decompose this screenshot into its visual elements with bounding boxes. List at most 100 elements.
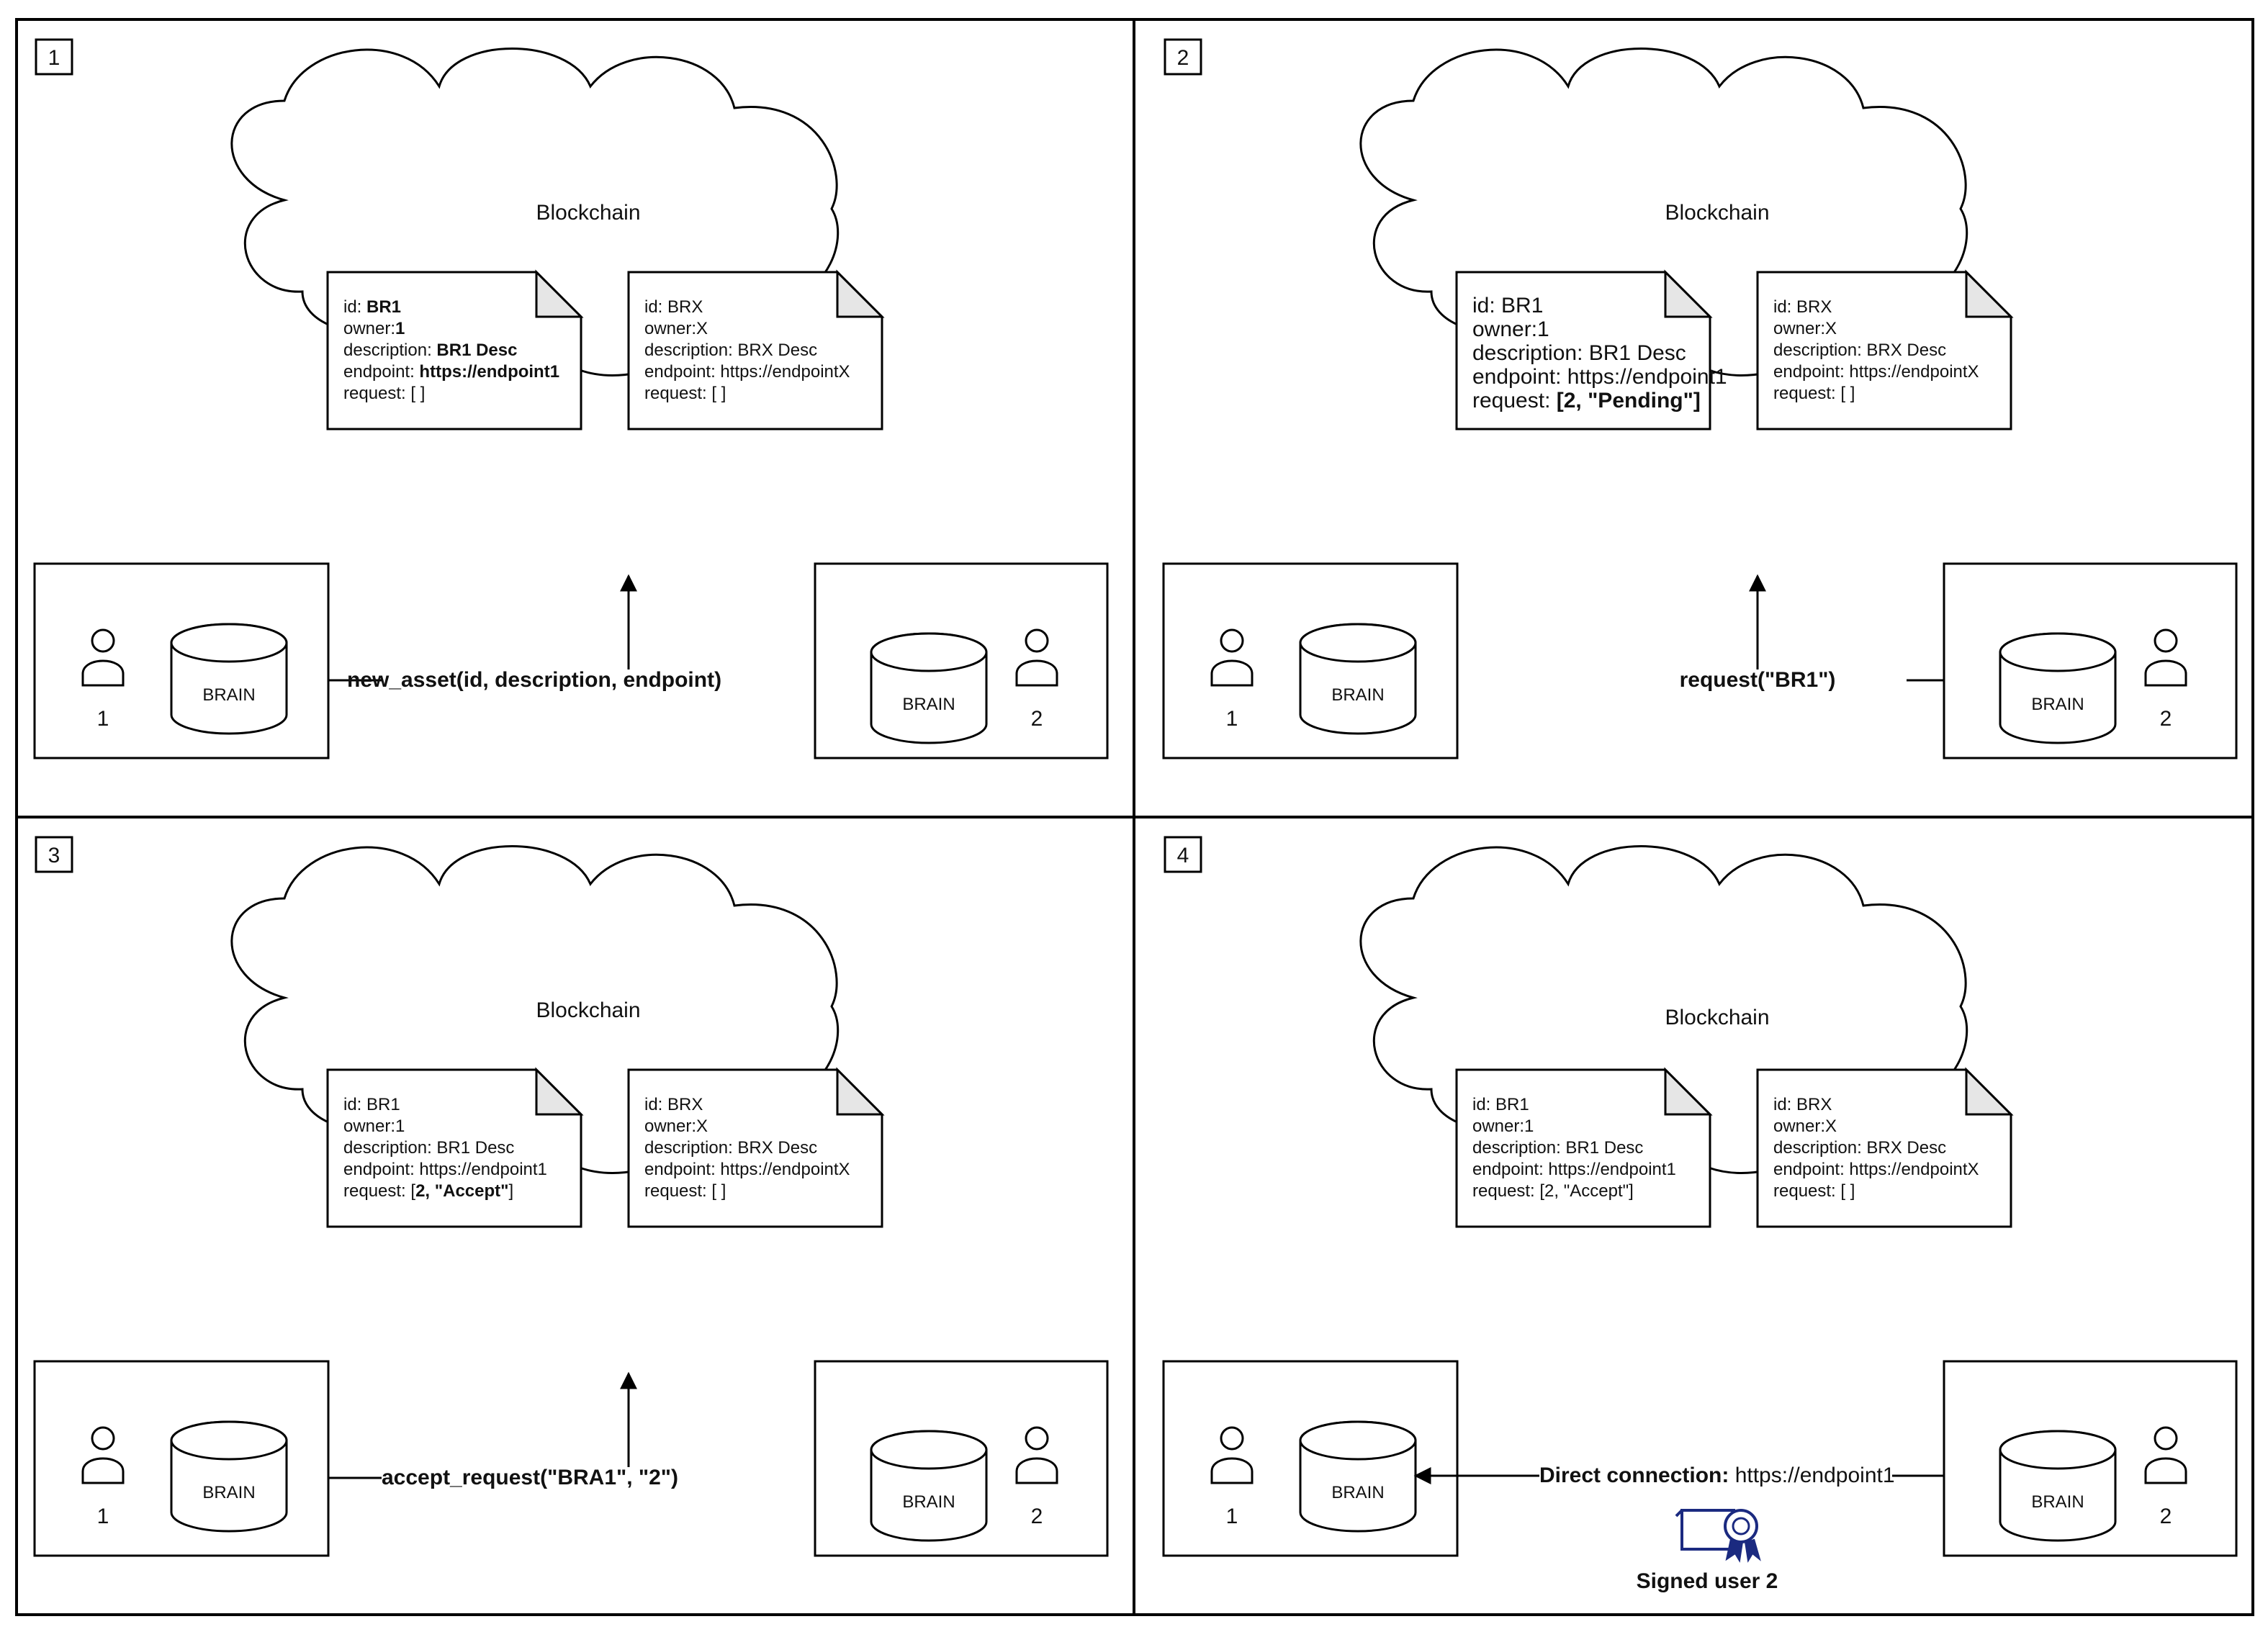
asset-doc-brx-page [1756,271,2012,430]
asset-doc-br1-line-segment: ] [509,1181,514,1201]
asset-doc-brx-line-segment: description: BRX Desc [644,1138,817,1158]
asset-doc-br1-line: endpoint: https://endpoint1 [343,362,559,382]
brain-db-left-top [170,623,288,663]
cloud-label: Blockchain [1665,1006,1769,1029]
asset-doc-br1-line-segment: 2, "Accept" [415,1181,508,1201]
asset-doc-brx-line-segment: owner:X [1773,319,1837,338]
certificate-icon-ribbon-left [1725,1538,1743,1563]
asset-doc-brx-line: id: BRX [1773,1095,1832,1114]
brain-db-right: BRAIN [1999,632,2117,744]
user1-icon-head [91,628,115,653]
asset-doc-br1-line-segment: endpoint: https://endpoint1 [1472,365,1727,389]
asset-doc-brx-line: description: BRX Desc [1773,1138,1946,1158]
user1-label: 1 [1226,1505,1238,1528]
asset-doc-brx-line: owner:X [1773,1117,1837,1136]
brain-db-left-label: BRAIN [202,685,255,705]
user2-icon-head [1025,628,1049,653]
brain-db-right-top [1999,632,2117,672]
asset-doc-brx-line-segment: endpoint: https://endpointX [1773,1160,1979,1179]
asset-doc-br1-line: id: BR1 [343,1095,400,1114]
certificate-icon-ribbon-right [1745,1538,1761,1563]
action-label-segment: new_asset(id, description, endpoint) [347,668,721,692]
asset-doc-br1-line-segment: owner:1 [1472,1117,1534,1136]
brain-db-left: BRAIN [1299,1420,1417,1533]
asset-doc-br1-line: request: [ ] [343,384,425,403]
asset-doc-brx-page [627,271,883,430]
asset-doc-br1: id: BR1 owner:1 description: BR1 Desc endpo… [326,1067,584,1228]
asset-doc-br1-line: endpoint: https://endpoint1 [1472,365,1727,389]
asset-doc-brx-line-segment: owner:X [644,1117,708,1136]
brain-db-left-top [170,1420,288,1461]
brain-db-right-label: BRAIN [2031,1492,2084,1512]
user1: 1 [1210,1426,1254,1528]
user1-label: 1 [97,707,109,731]
asset-doc-br1-line-segment: id: BR1 [1472,294,1543,317]
asset-doc-br1-fold [535,1067,584,1116]
asset-doc-brx-fold [1965,269,2014,318]
asset-doc-brx-fold [836,1067,885,1116]
asset-doc-br1-line-segment: description: BR1 Desc [1472,341,1686,365]
asset-doc-br1-line: description: BR1 Desc [1472,1138,1643,1158]
user1-icon-head [1220,1426,1244,1451]
asset-doc-br1-line: id: BR1 [1472,294,1543,317]
asset-doc-brx: id: BRX owner:X description: BRX Desc endpo… [1756,269,2014,430]
step-number-box [35,38,73,76]
asset-doc-brx-line: request: [ ] [644,384,726,403]
step-number: 1 [48,46,60,70]
action-label-segment: Direct connection: [1539,1464,1735,1487]
asset-doc-brx-line-segment: request: [ ] [644,384,726,403]
asset-doc-brx-line-segment: endpoint: https://endpointX [1773,362,1979,382]
asset-doc-brx-line: id: BRX [644,1095,703,1114]
brain-db-right-label: BRAIN [902,695,955,714]
asset-doc-br1-line-segment: request: [ ] [343,384,425,403]
certificate-label: Signed user 2 [1637,1569,1778,1593]
asset-doc-brx-line: id: BRX [1773,297,1832,317]
asset-doc-brx-line-segment: request: [ ] [1773,1181,1855,1201]
brain-db-left-top [1299,1420,1417,1461]
asset-doc-brx: id: BRX owner:X description: BRX Desc endpo… [1756,1067,2014,1228]
brain-db-right-label: BRAIN [2031,695,2084,714]
asset-doc-br1-line: endpoint: https://endpoint1 [1472,1160,1676,1179]
asset-doc-br1-line-segment: owner:1 [343,1117,405,1136]
user2-label: 2 [2160,1505,2172,1528]
asset-doc-br1-fold [1664,269,1713,318]
asset-doc-brx-page [1756,1068,2012,1228]
asset-doc-br1-line-segment: request: [1472,389,1557,412]
user2-icon-head [1025,1426,1049,1451]
asset-doc-br1-line-segment: id: BR1 [343,1095,400,1114]
asset-doc-brx-line-segment: endpoint: https://endpointX [644,362,850,382]
asset-doc-br1-line-segment: BR1 Desc [436,341,517,360]
asset-doc-brx-line-segment: description: BRX Desc [1773,341,1946,360]
user1-label: 1 [97,1505,109,1528]
asset-doc-br1-line-segment: BR1 [366,297,401,317]
asset-doc-brx-line-segment: endpoint: https://endpointX [644,1160,850,1179]
user2-label: 2 [1031,707,1043,731]
asset-doc-br1-line-segment: description: BR1 Desc [343,1138,514,1158]
brain-db-left: BRAIN [1299,623,1417,735]
user2-icon-body [2144,659,2187,687]
asset-doc-br1-line-segment: endpoint: https://endpoint1 [343,1160,547,1179]
user2: 2 [1015,1426,1058,1528]
step-number: 4 [1177,844,1189,867]
asset-doc-brx-line-segment: owner:X [1773,1117,1837,1136]
user2-icon-body [1015,659,1058,687]
user1-label: 1 [1226,707,1238,731]
brain-db-right: BRAIN [870,632,988,744]
asset-doc-brx-line-segment: id: BRX [1773,297,1832,317]
asset-doc-br1-line: request: [2, "Pending"] [1472,389,1701,412]
user2: 2 [1015,628,1058,731]
asset-doc-br1-page [1455,271,1711,430]
step-number-box [1164,38,1202,76]
brain-db-left-label: BRAIN [1331,1483,1384,1502]
asset-doc-br1-page [326,271,582,430]
user2-label: 2 [2160,707,2172,731]
asset-doc-brx-line-segment: request: [ ] [644,1181,726,1201]
asset-doc-brx-page [627,1068,883,1228]
asset-doc-brx-line: endpoint: https://endpointX [644,362,850,382]
action-label-segment: accept_request("BRA1", "2") [382,1466,678,1489]
asset-doc-brx-line-segment: description: BRX Desc [644,341,817,360]
asset-doc-brx-line-segment: id: BRX [644,1095,703,1114]
